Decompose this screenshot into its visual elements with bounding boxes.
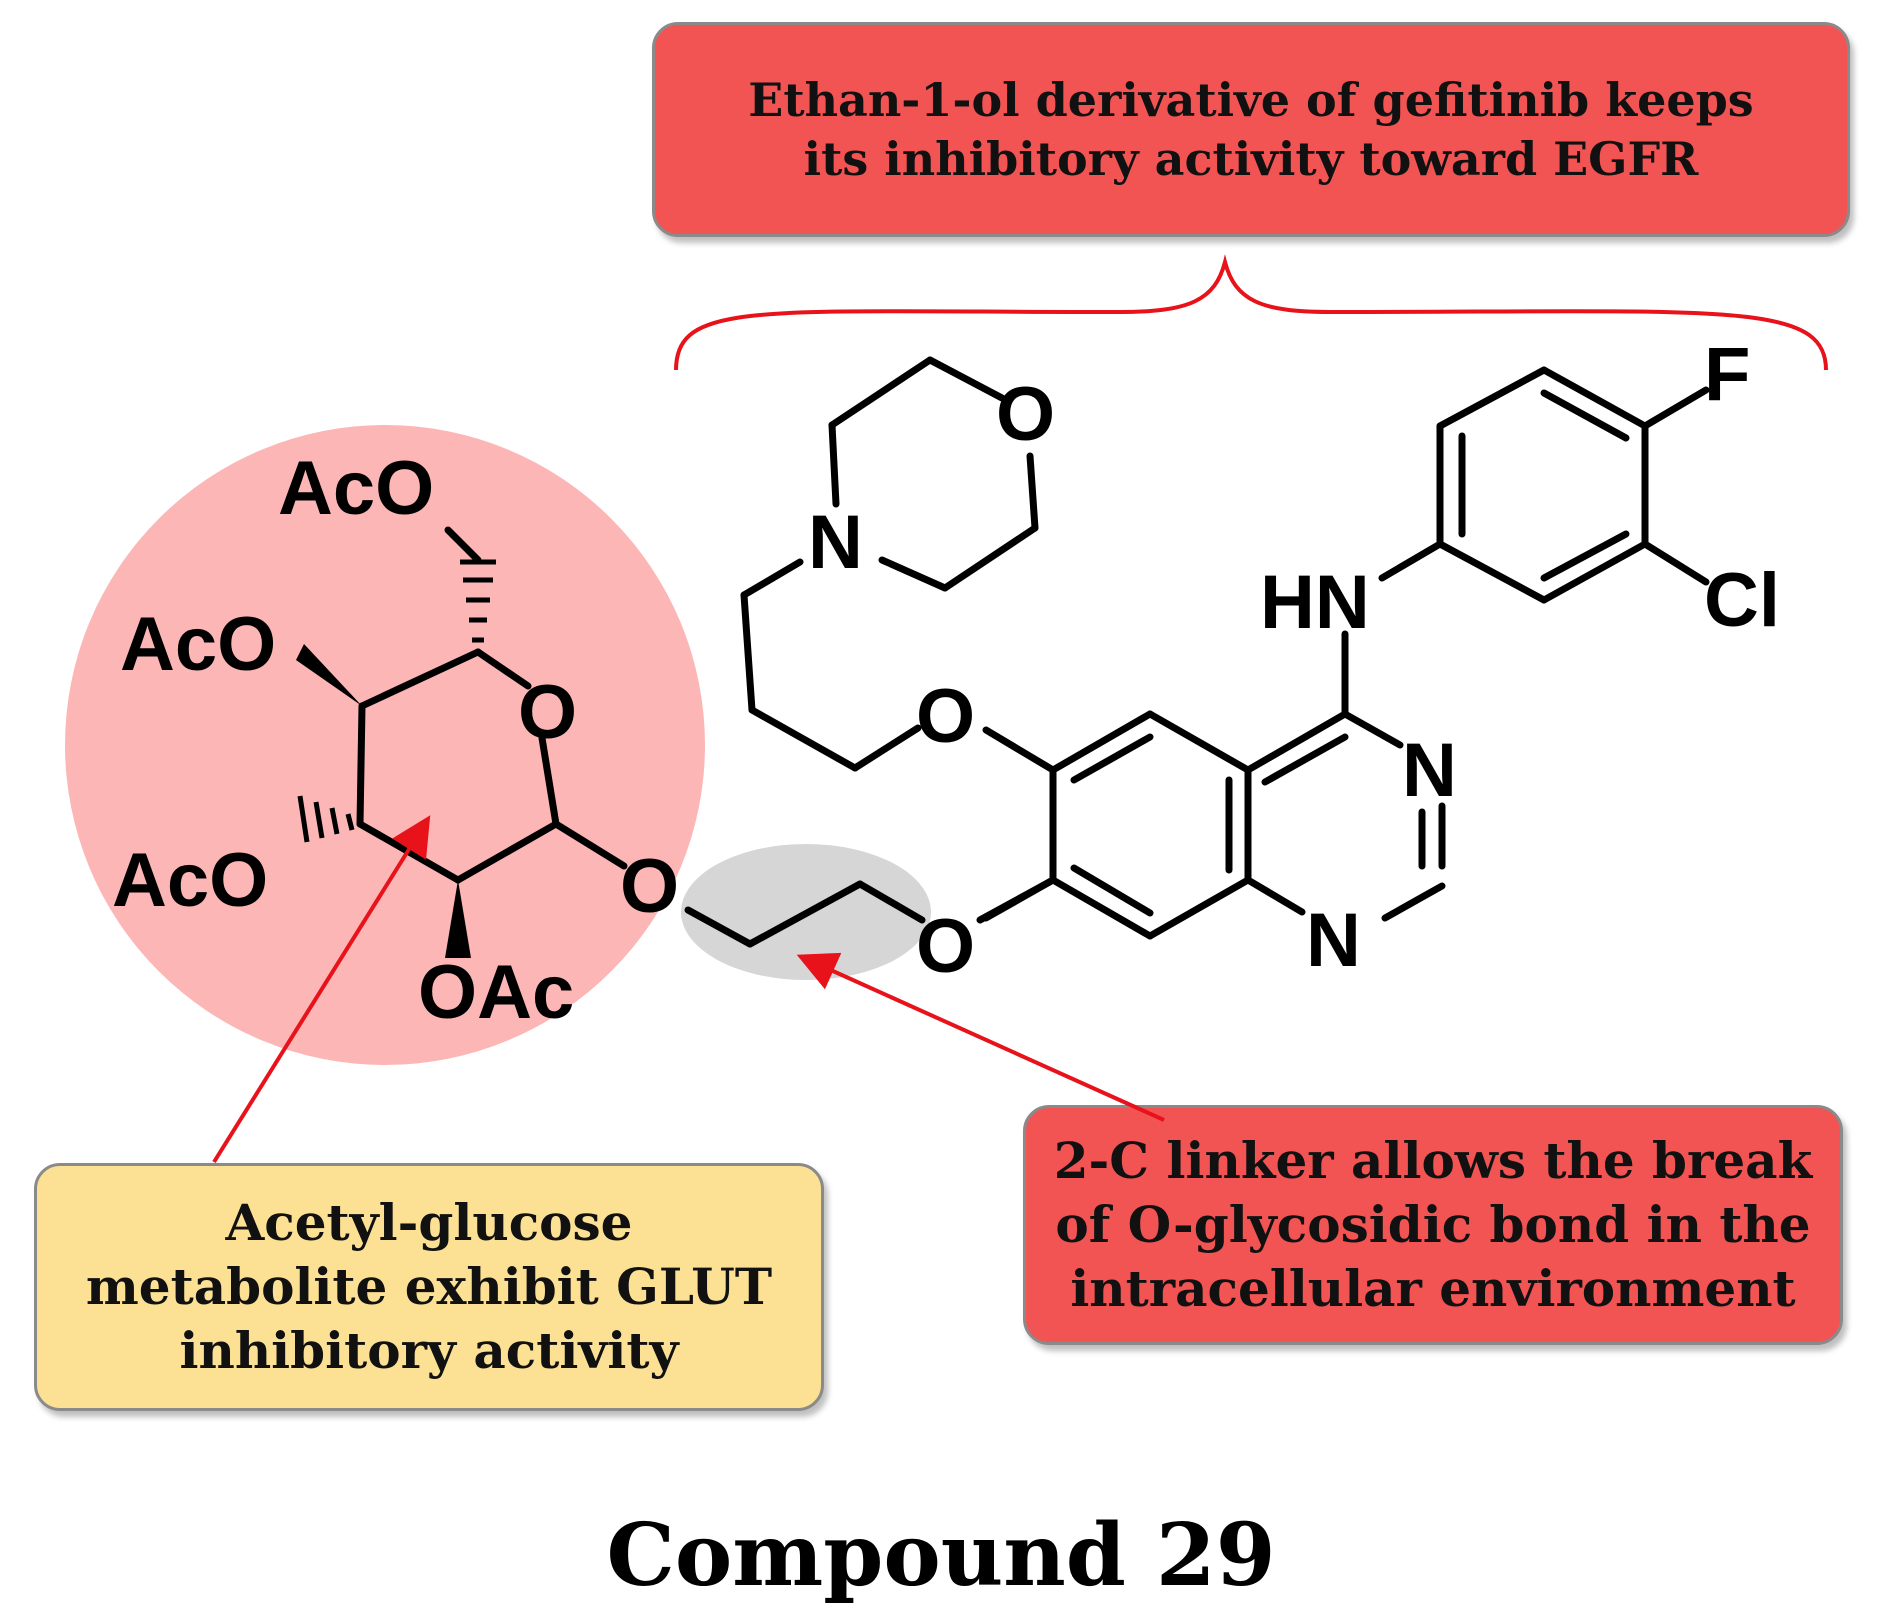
linker-callout: 2-C linker allows the break of O-glycosi…	[1023, 1105, 1843, 1345]
egfr-callout-line-1: Ethan-1-ol derivative of gefitinib keeps	[748, 72, 1754, 127]
upper-ether-oxygen-label: O	[916, 674, 975, 759]
morpholine-oxygen-label: O	[996, 372, 1055, 457]
quinazoline-n3-label: N	[1402, 728, 1457, 813]
gefitinib-brace	[674, 254, 1828, 371]
aco-bottom-left-label: AcO	[112, 838, 268, 923]
bond-lines	[356, 356, 1710, 948]
hashed-wedge-c5	[460, 559, 496, 643]
egfr-callout-line-2: its inhibitory activity toward EGFR	[803, 131, 1699, 186]
linker-callout-line-2: of O-glycosidic bond in the	[1055, 1195, 1811, 1254]
glut-callout-line-2: metabolite exhibit GLUT	[85, 1257, 773, 1316]
aco-left-label: AcO	[120, 602, 276, 687]
linker-callout-line-3: intracellular environment	[1070, 1259, 1796, 1318]
aco-top-label: AcO	[278, 446, 434, 531]
ring-oxygen-label: O	[518, 670, 577, 755]
lower-ether-oxygen-label: O	[916, 904, 975, 989]
quinazoline-n1-label: N	[1306, 898, 1361, 983]
fluorine-label: F	[1704, 332, 1750, 417]
solid-wedge-c2	[445, 880, 471, 958]
glut-annotation-arrow	[212, 815, 431, 1164]
morpholine-nitrogen-label: N	[808, 500, 863, 585]
linker-callout-line-1: 2-C linker allows the break	[1053, 1131, 1813, 1190]
glut-callout-line-1: Acetyl-glucose	[225, 1193, 633, 1252]
solid-wedge-c4	[296, 644, 362, 706]
glucose-highlight	[65, 425, 705, 1065]
glycosidic-oxygen-label: O	[620, 844, 679, 929]
egfr-activity-callout: Ethan-1-ol derivative of gefitinib keeps…	[652, 22, 1850, 237]
hashed-wedge-c3	[297, 795, 355, 843]
glut-callout-line-3: inhibitory activity	[179, 1321, 679, 1380]
oac-label: OAc	[418, 950, 574, 1035]
glut-activity-callout: Acetyl-glucose metabolite exhibit GLUT i…	[34, 1163, 824, 1411]
compound-title: Compound 29	[606, 1505, 1276, 1606]
linker-annotation-arrow	[796, 952, 1165, 1122]
chlorine-label: Cl	[1704, 558, 1780, 643]
amine-nh-label: HN	[1260, 560, 1370, 645]
